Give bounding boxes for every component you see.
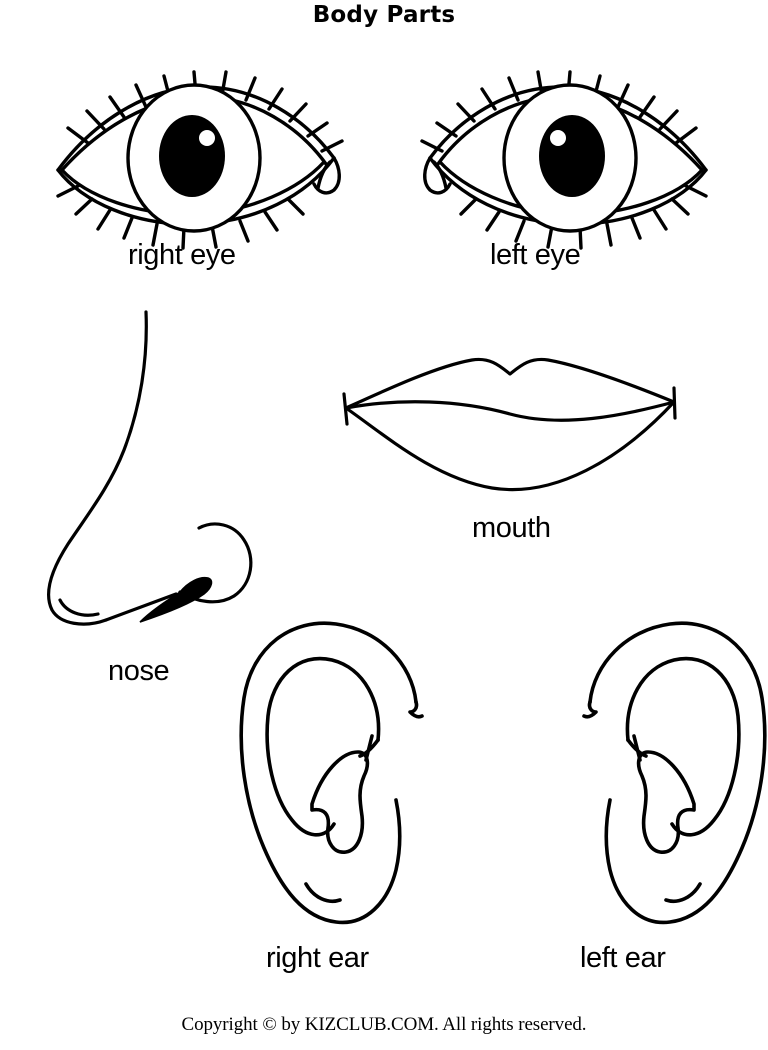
left-eye-label: left eye	[490, 239, 581, 271]
right-ear-label: right ear	[266, 942, 369, 974]
pupil-highlight	[199, 130, 215, 146]
mouth-label: mouth	[472, 512, 551, 544]
mouth-icon	[342, 357, 677, 492]
page-title: Body Parts	[312, 2, 456, 28]
nose-icon	[46, 310, 253, 626]
pupil	[159, 115, 225, 197]
mouth-illustration	[330, 352, 690, 502]
nose-illustration	[36, 300, 296, 630]
left-ear-illustration	[556, 612, 768, 932]
right-ear-illustration	[230, 612, 450, 932]
nostril	[139, 576, 213, 623]
eye-icon	[56, 70, 344, 250]
pupil	[539, 115, 605, 197]
eye-icon	[420, 70, 708, 250]
ear-icon	[582, 621, 767, 925]
right-eye-illustration	[52, 66, 352, 250]
left-ear-label: left ear	[580, 942, 666, 974]
left-eye-illustration	[412, 66, 712, 250]
ear-icon	[239, 621, 424, 925]
copyright-notice: Copyright © by KIZCLUB.COM. All rights r…	[181, 1014, 587, 1035]
pupil-highlight	[550, 130, 566, 146]
nose-label: nose	[108, 655, 170, 687]
right-eye-label: right eye	[128, 239, 236, 271]
